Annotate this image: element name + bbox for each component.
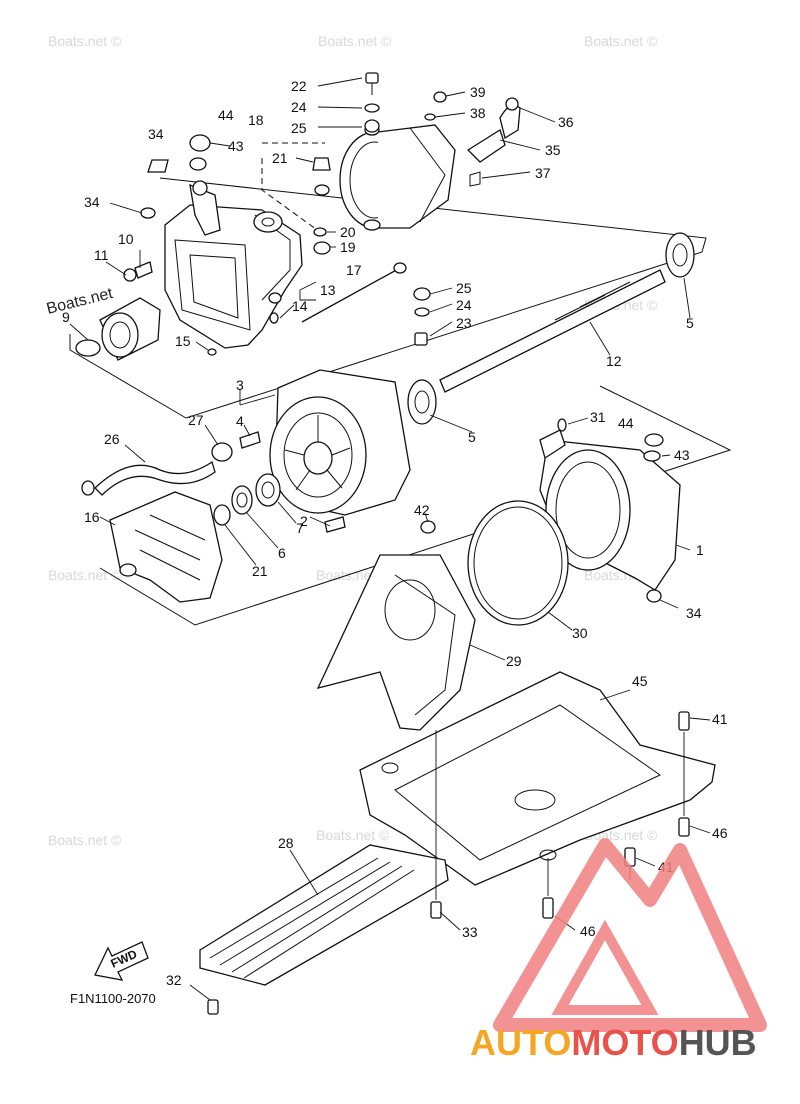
- callout: 11: [94, 247, 109, 263]
- callout: 9: [62, 309, 70, 325]
- callout: 2: [300, 513, 308, 529]
- callout: 5: [686, 315, 694, 331]
- callout: 1: [696, 542, 704, 558]
- callout: 26: [104, 431, 120, 447]
- callout: 34: [84, 194, 100, 210]
- impeller-housing: [269, 369, 411, 516]
- callout: 13: [320, 282, 336, 298]
- hose-and-clamp: [81, 442, 233, 496]
- callout: 7: [296, 520, 304, 536]
- callout: 46: [580, 923, 596, 939]
- brand-part-moto: MOTO: [571, 1022, 678, 1063]
- leader-lines: [69, 77, 711, 1001]
- callout: 17: [346, 262, 362, 278]
- long-bolt: [207, 262, 407, 356]
- callout: 32: [166, 972, 182, 988]
- callout: 44: [218, 107, 234, 123]
- callout: 41: [712, 711, 728, 727]
- callout: 21: [272, 150, 288, 166]
- callout: 44: [618, 415, 634, 431]
- impeller: [109, 491, 223, 603]
- nozzle-housing: [339, 124, 456, 231]
- steering-nozzle: [539, 418, 681, 603]
- callout: 29: [506, 653, 522, 669]
- callout: 43: [228, 138, 244, 154]
- callout: 45: [632, 673, 648, 689]
- upper-group-outline: [69, 177, 707, 419]
- callout: 19: [340, 239, 356, 255]
- top-bolt-stack: [364, 72, 380, 133]
- callout: 28: [278, 835, 294, 851]
- impeller-rings: [213, 473, 281, 526]
- callout: 3: [236, 377, 244, 393]
- callout: 34: [686, 605, 702, 621]
- watermark: Boats.net ©: [48, 567, 122, 583]
- drawing-code: F1N1100-2070: [70, 991, 156, 1006]
- callout: 21: [252, 563, 268, 579]
- watermark: Boats.net ©: [316, 827, 390, 843]
- intake-grate: [199, 844, 449, 986]
- watermark: Boats.net ©: [584, 33, 658, 49]
- pins: [239, 431, 346, 533]
- callout: 14: [292, 298, 308, 314]
- brand-part-hub: HUB: [679, 1022, 757, 1063]
- callout-numbers: 22 24 25 39 38 36 35 37 44 34 43 18 21 3…: [62, 78, 728, 988]
- brand-logo: [493, 838, 767, 1032]
- brand-logo-inner: [551, 919, 659, 1015]
- callout: 25: [456, 280, 472, 296]
- callout: 24: [456, 297, 472, 313]
- watermark-dark: Boats.net: [45, 285, 115, 318]
- ride-plate-duct: [316, 554, 476, 731]
- callout: 10: [118, 231, 134, 247]
- drive-shaft: [407, 232, 695, 425]
- callout: 35: [545, 142, 561, 158]
- brand-logo-triangle: [493, 838, 767, 1032]
- small-parts-20-22: [312, 157, 331, 255]
- callout: 34: [148, 126, 164, 142]
- callout: 20: [340, 224, 356, 240]
- right-bolt-stack: [413, 287, 431, 346]
- callout: 15: [175, 333, 191, 349]
- brand-part-auto: AUTO: [470, 1022, 571, 1063]
- callout: 27: [188, 412, 204, 428]
- callout: 37: [535, 165, 551, 181]
- callout: 31: [590, 409, 606, 425]
- cable-parts: [424, 91, 521, 187]
- callout: 24: [291, 99, 307, 115]
- brand-name: AUTOMOTOHUB: [470, 1022, 757, 1063]
- dashed-bracket-19: [261, 158, 321, 233]
- callout: 39: [470, 84, 486, 100]
- callout: 36: [558, 114, 574, 130]
- callout: 43: [674, 447, 690, 463]
- left-top-parts: [140, 134, 211, 219]
- callout: 25: [291, 120, 307, 136]
- watermark: Boats.net ©: [48, 33, 122, 49]
- callout: 33: [462, 924, 478, 940]
- callout: 42: [414, 502, 430, 518]
- callout: 38: [470, 105, 486, 121]
- callout: 30: [572, 625, 588, 641]
- watermark: Boats.net ©: [48, 832, 122, 848]
- callout: 23: [456, 315, 472, 331]
- left-intake-parts: [75, 261, 161, 361]
- callout: 16: [84, 509, 100, 525]
- callout: 6: [278, 545, 286, 561]
- middle-group-outline: [99, 385, 732, 626]
- callout: 4: [236, 413, 244, 429]
- callout: 12: [606, 353, 622, 369]
- callout: 22: [291, 78, 307, 94]
- fwd-arrow: FWD: [94, 941, 149, 981]
- callout: 5: [468, 429, 476, 445]
- intake-housing: [164, 180, 303, 349]
- ride-plate: [359, 671, 716, 886]
- callout: 46: [712, 825, 728, 841]
- callout: 18: [248, 112, 264, 128]
- watermark: Boats.net ©: [318, 33, 392, 49]
- seal-ring: [420, 500, 569, 626]
